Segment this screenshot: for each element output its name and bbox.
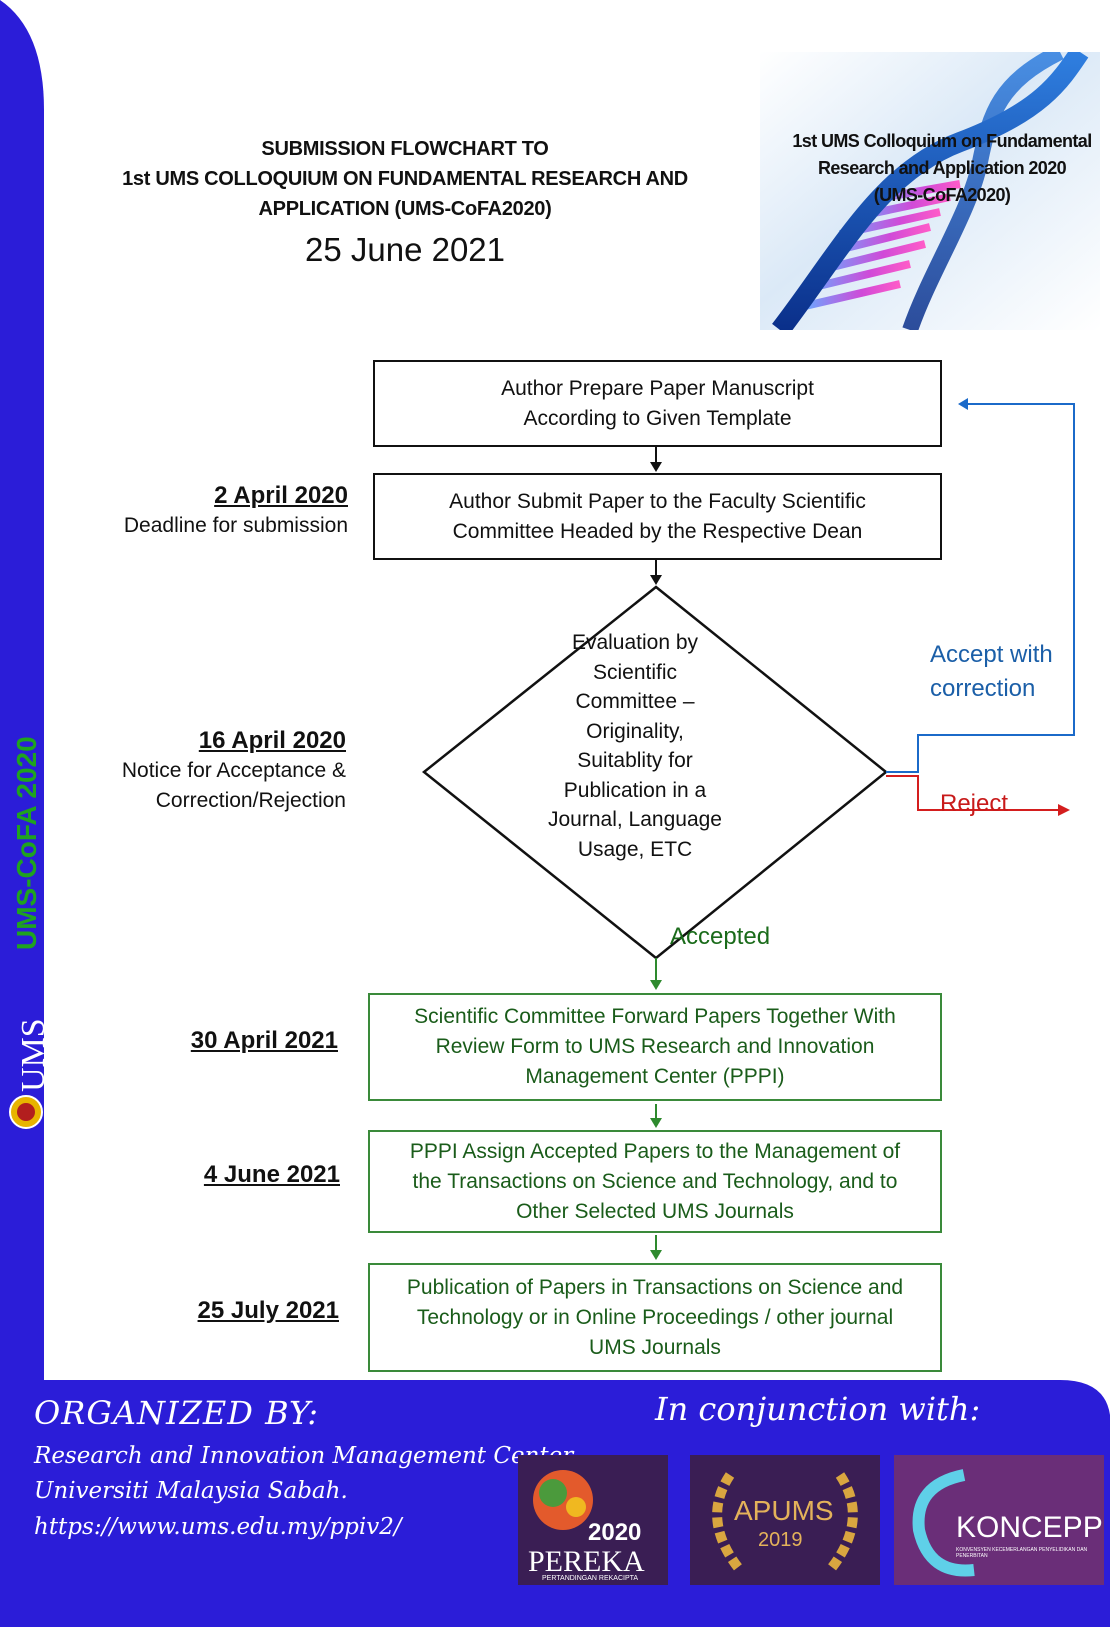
reject-label: Reject xyxy=(940,790,1009,817)
header-date: 25 June 2021 xyxy=(304,231,505,268)
left-blue-band xyxy=(0,0,44,1380)
dna-strand-b xyxy=(902,52,1064,330)
pereka-logo: 2020 PEREKA PERTANDINGAN REKACIPTA xyxy=(518,1455,668,1585)
milestone-note: Deadline for submission xyxy=(123,514,348,537)
apums-name: APUMS xyxy=(734,1495,834,1526)
step2-line2: Committee Headed by the Respective Dean xyxy=(452,519,863,543)
milestone-note: Notice for Acceptance & xyxy=(121,759,346,782)
dna-banner-image xyxy=(760,52,1100,330)
milestone-date: 4 June 2021 xyxy=(203,1161,340,1188)
apums-logo: APUMS 2019 xyxy=(690,1455,880,1585)
decision-line: Usage, ETC xyxy=(577,837,693,861)
decision-text: Evaluation by Scientific Committee – Ori… xyxy=(530,628,740,864)
step2-line1: Author Submit Paper to the Faculty Scien… xyxy=(449,489,866,513)
step-prepare-manuscript: Author Prepare Paper Manuscript Accordin… xyxy=(373,360,942,447)
decision-line: Scientific xyxy=(592,660,678,684)
step-forward-papers: Scientific Committee Forward Papers Toge… xyxy=(368,993,942,1101)
step1-line1: Author Prepare Paper Manuscript xyxy=(501,376,814,400)
milestone-forward-papers: 30 April 2021 xyxy=(80,1026,338,1056)
koncepp-sub: KONVENSYEN KECEMERLANGAN PENYELIDIKAN DA… xyxy=(956,1547,1088,1559)
decision-line: Suitablity for xyxy=(577,749,693,772)
milestone-date: 2 April 2020 xyxy=(214,482,348,509)
banner-line2: Research and Application 2020 xyxy=(817,158,1067,178)
svg-text:UNIVERSITI MALAYSIA SABAH: UNIVERSITI MALAYSIA SABAH xyxy=(52,1005,58,1092)
step5-line1: Publication of Papers in Transactions on… xyxy=(406,1275,904,1299)
organizer-name: Research and Innovation Management Cente… xyxy=(34,1443,574,1469)
decision-line: Originality, xyxy=(586,719,684,743)
step4-line3: Other Selected UMS Journals xyxy=(516,1199,794,1223)
accept-corr-line1: Accept with xyxy=(930,641,1053,668)
milestone-date: 16 April 2020 xyxy=(198,727,346,754)
banner-title: 1st UMS Colloquium on Fundamental Resear… xyxy=(762,128,1119,209)
laurel-wreath-icon xyxy=(712,1472,858,1574)
svg-text:UMS: UMS xyxy=(15,1018,52,1092)
decision-line: Publication in a xyxy=(563,778,707,802)
accept-corr-line2: correction xyxy=(930,675,1036,702)
milestone-date: 25 July 2021 xyxy=(197,1297,339,1324)
banner-line3: (UMS-CoFA2020) xyxy=(873,185,1011,205)
milestone-note: Correction/Rejection xyxy=(155,789,346,812)
koncepp-name: KONCEPP xyxy=(956,1511,1103,1544)
pereka-name: PEREKA xyxy=(528,1545,645,1578)
vertical-brand-text: UMS-CoFA 2020 xyxy=(11,736,42,950)
step3-line1: Scientific Committee Forward Papers Toge… xyxy=(414,1005,896,1028)
page-header: SUBMISSION FLOWCHART TO 1st UMS COLLOQUI… xyxy=(80,134,730,272)
apums-year: 2019 xyxy=(758,1529,803,1551)
milestone-submission-deadline: 2 April 2020 Deadline for submission xyxy=(80,481,348,541)
milestone-assign-papers: 4 June 2021 xyxy=(80,1160,340,1190)
accept-with-correction-label: Accept with correction xyxy=(930,638,1053,706)
pereka-sub: PERTANDINGAN REKACIPTA xyxy=(542,1575,639,1582)
step3-line2: Review Form to UMS Research and Innovati… xyxy=(435,1035,875,1058)
milestone-publication: 25 July 2021 xyxy=(80,1296,339,1326)
decision-line: Committee – xyxy=(575,690,695,713)
step4-line1: PPPI Assign Accepted Papers to the Manag… xyxy=(409,1139,901,1163)
step5-line3: UMS Journals xyxy=(589,1335,721,1359)
step-submit-paper: Author Submit Paper to the Faculty Scien… xyxy=(373,473,942,560)
step4-line2: the Transactions on Science and Technolo… xyxy=(412,1169,898,1193)
organizer-url[interactable]: https://www.ums.edu.my/ppiv2/ xyxy=(34,1514,402,1540)
ums-logo: UMS UNIVERSITI MALAYSIA SABAH xyxy=(9,1005,58,1129)
dna-strand-a xyxy=(772,52,1089,330)
milestone-date: 30 April 2021 xyxy=(190,1027,338,1054)
in-conjunction-heading: In conjunction with: xyxy=(655,1390,981,1428)
header-title-line1: SUBMISSION FLOWCHART TO xyxy=(261,138,549,160)
decision-line: Journal, Language xyxy=(548,808,722,831)
organized-by-heading: ORGANIZED BY: xyxy=(34,1394,319,1432)
koncepp-swirl-icon xyxy=(912,1469,975,1577)
svg-text:UMS-CoFA 2020: UMS-CoFA 2020 xyxy=(11,736,42,950)
pereka-emblem-icon xyxy=(533,1470,593,1530)
organizer-university: Universiti Malaysia Sabah. xyxy=(34,1478,348,1504)
step5-line2: Technology or in Online Proceedings / ot… xyxy=(416,1305,894,1329)
decision-line: Evaluation by xyxy=(571,631,699,654)
header-title-line3: APPLICATION (UMS-CoFA2020) xyxy=(258,198,552,220)
step-publication: Publication of Papers in Transactions on… xyxy=(368,1263,942,1372)
milestone-acceptance-notice: 16 April 2020 Notice for Acceptance & Co… xyxy=(80,726,346,816)
header-title-line2: 1st UMS COLLOQUIUM ON FUNDAMENTAL RESEAR… xyxy=(122,168,688,190)
step-assign-papers: PPPI Assign Accepted Papers to the Manag… xyxy=(368,1130,942,1233)
accepted-label: Accepted xyxy=(670,923,771,950)
step1-line2: According to Given Template xyxy=(523,406,792,430)
banner-line1: 1st UMS Colloquium on Fundamental xyxy=(792,131,1092,151)
step3-line3: Management Center (PPPI) xyxy=(525,1065,785,1088)
koncepp-logo: KONCEPP KONVENSYEN KECEMERLANGAN PENYELI… xyxy=(894,1455,1104,1585)
pereka-year: 2020 xyxy=(588,1519,642,1546)
